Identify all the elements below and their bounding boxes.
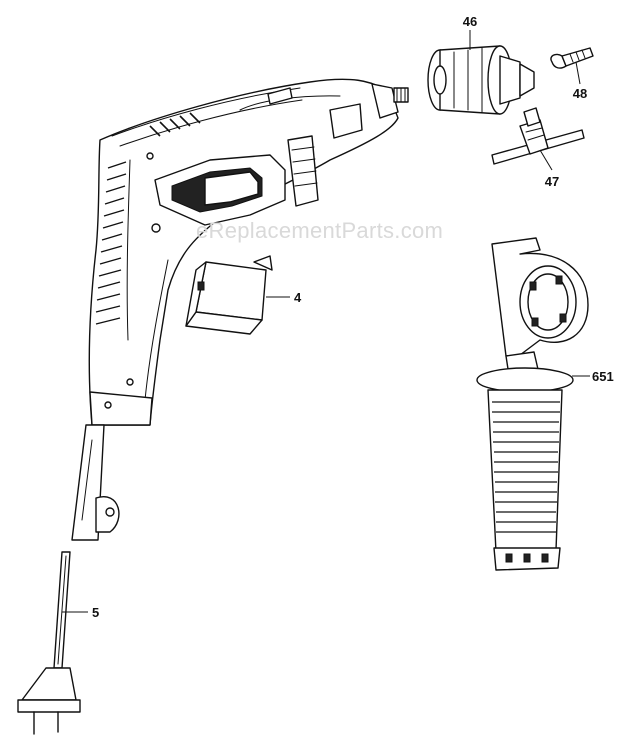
part-number-label: 4 (294, 290, 302, 305)
chuck-part (427, 45, 535, 115)
callout-47: 47 (539, 149, 559, 189)
part-number-label: 651 (592, 369, 614, 384)
callout-46: 46 (463, 14, 477, 50)
callout-651: 651 (572, 369, 614, 384)
callout-5: 5 (62, 605, 99, 620)
watermark-text: eReplacementParts.com (196, 218, 443, 243)
callout-4: 4 (266, 290, 302, 305)
part-number-label: 46 (463, 14, 477, 29)
callout-48: 48 (573, 61, 587, 101)
drill-body (88, 78, 409, 426)
part-number-label: 47 (545, 174, 559, 189)
part-number-label: 48 (573, 86, 587, 101)
part-number-label: 5 (92, 605, 99, 620)
power-cord-assembly (17, 424, 120, 735)
switch-part (185, 255, 273, 335)
screw-part (550, 47, 594, 69)
side-handle-part (476, 237, 589, 571)
chuck-key-part (491, 107, 585, 165)
